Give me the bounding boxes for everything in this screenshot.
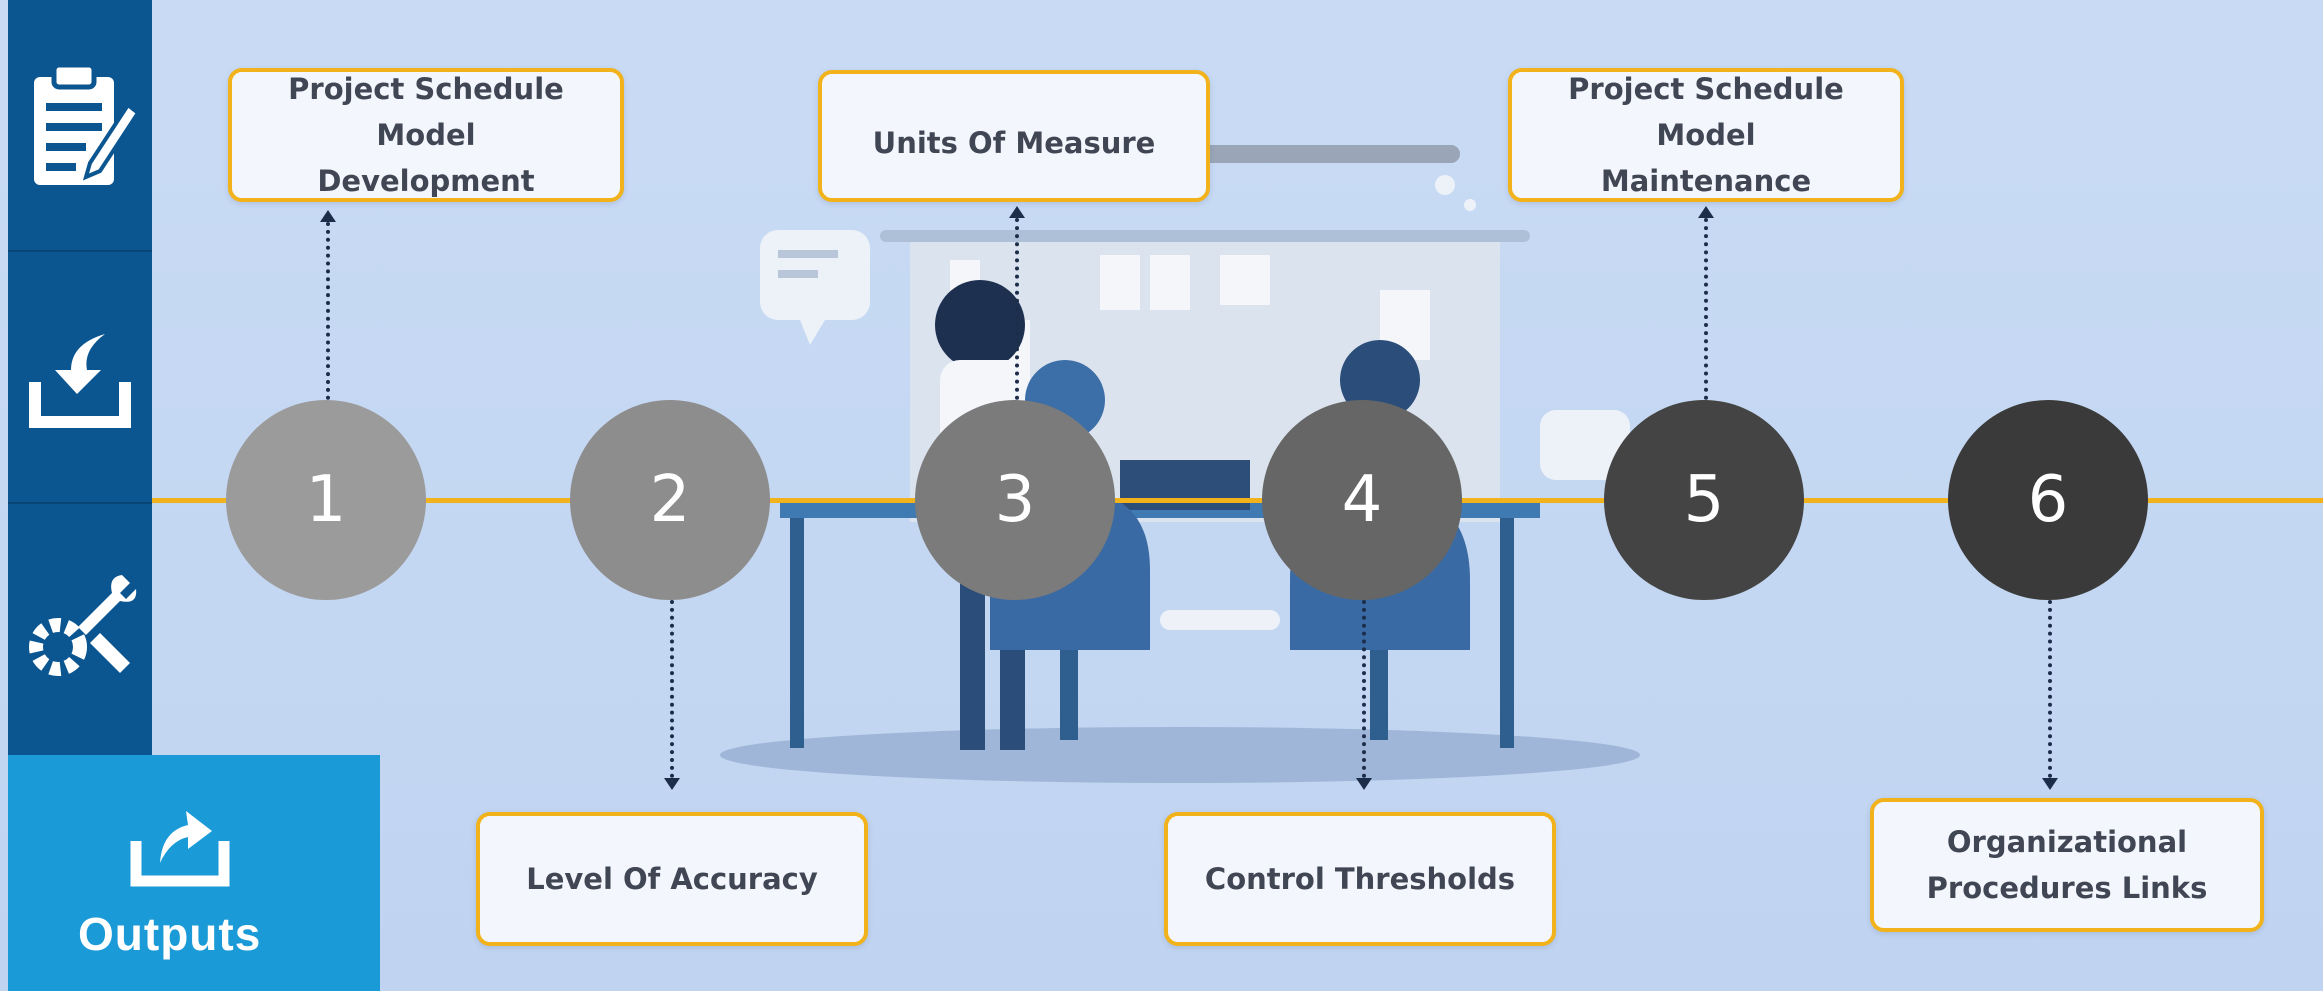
arrow-6 (2042, 778, 2058, 790)
connector-3 (1015, 218, 1019, 400)
connector-6 (2048, 600, 2052, 778)
clipboard-icon (34, 62, 140, 185)
sidebar-item-download[interactable] (8, 252, 152, 502)
outputs-label: Outputs (78, 908, 262, 960)
arrow-1 (320, 210, 336, 222)
label-level-of-accuracy[interactable]: Level Of Accuracy (476, 812, 868, 946)
step-5-circle[interactable]: 5 (1604, 400, 1804, 600)
step-6-circle[interactable]: 6 (1948, 400, 2148, 600)
step-5-number: 5 (1683, 463, 1725, 537)
step-2-circle[interactable]: 2 (570, 400, 770, 600)
label-1-text: Project Schedule Model Development (288, 72, 564, 198)
label-4-text: Control Thresholds (1204, 862, 1516, 896)
upload-icon (130, 811, 230, 887)
timeline-line (152, 498, 2323, 503)
step-4-number: 4 (1341, 463, 1383, 537)
sidebar-divider (8, 502, 152, 504)
outputs-tab[interactable]: Outputs (8, 755, 380, 991)
label-3-text: Units Of Measure (872, 126, 1156, 160)
step-1-circle[interactable]: 1 (226, 400, 426, 600)
arrow-5 (1698, 206, 1714, 218)
tools-gear-icon (29, 575, 137, 676)
step-4-circle[interactable]: 4 (1262, 400, 1462, 600)
connector-5 (1704, 218, 1708, 400)
label-project-schedule-model-development[interactable]: Project Schedule Model Development (228, 68, 624, 202)
label-control-thresholds[interactable]: Control Thresholds (1164, 812, 1556, 946)
sidebar-item-inputs[interactable] (8, 0, 152, 250)
label-2-text: Level Of Accuracy (526, 862, 818, 896)
connector-2 (670, 600, 674, 778)
arrow-3 (1009, 206, 1025, 218)
arrow-4 (1356, 778, 1372, 790)
sidebar (8, 0, 152, 755)
label-project-schedule-model-maintenance[interactable]: Project Schedule Model Maintenance (1508, 68, 1904, 202)
download-icon (29, 334, 131, 428)
label-5-text: Project Schedule Model Maintenance (1568, 72, 1844, 198)
team-meeting-illustration (720, 145, 1640, 783)
step-2-number: 2 (649, 463, 691, 537)
connector-4 (1362, 600, 1366, 778)
label-organizational-procedures-links[interactable]: Organizational Procedures Links (1870, 798, 2264, 932)
step-3-number: 3 (994, 463, 1036, 537)
sidebar-divider (8, 250, 152, 252)
label-units-of-measure[interactable]: Units Of Measure (818, 70, 1210, 202)
step-6-number: 6 (2027, 463, 2069, 537)
step-1-number: 1 (305, 463, 347, 537)
connector-1 (326, 222, 330, 400)
step-3-circle[interactable]: 3 (915, 400, 1115, 600)
label-6-text: Organizational Procedures Links (1926, 825, 2208, 905)
sidebar-item-tools[interactable] (8, 504, 152, 754)
arrow-2 (664, 778, 680, 790)
